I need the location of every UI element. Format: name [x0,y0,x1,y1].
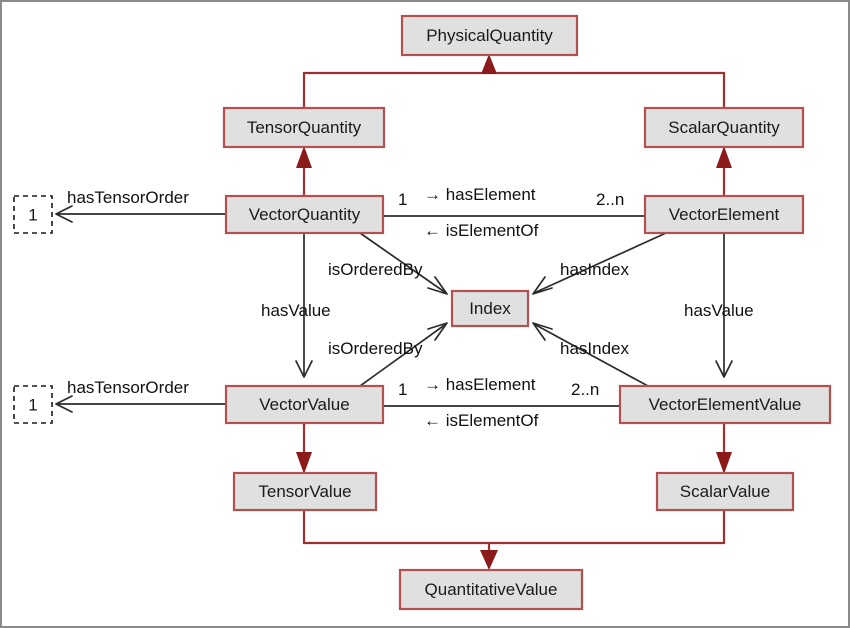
class-box-index[interactable]: Index [450,289,530,328]
multiplicity-box-tensorOrderQuantity: 1 [13,195,53,234]
assoc-label-hasTensorOrder-quantity: hasTensorOrder [67,188,189,207]
class-box-quantitativevalue[interactable]: QuantitativeValue [398,568,584,611]
assoc-isOrderedBy-lower [359,322,448,387]
gen-arrowhead-tensorquantity [296,146,312,168]
class-box-scalarquantity[interactable]: ScalarQuantity [643,106,805,149]
assoc-hasTensorOrder-quantity [55,205,226,223]
assoc-label-hasElement-value: → hasElement [424,375,536,394]
multiplicity-box-tensorOrderValue: 1 [13,385,53,424]
class-box-label: Index [469,299,511,318]
class-box-label: VectorQuantity [249,205,361,224]
class-box-label: QuantitativeValue [425,580,558,599]
assoc-hasIndex-lower [532,322,649,387]
assoc-label-isOrderedBy-lower: isOrderedBy [328,339,423,358]
assoc-hasValue-right [715,233,733,378]
assoc-hasTensorOrder-value [55,395,226,413]
gen-arrowhead-scalarquantity [716,146,732,168]
class-box-label: VectorElement [669,205,780,224]
multiplicity-label-manyn-quantity: 2..n [596,190,624,209]
class-box-label: ScalarQuantity [668,118,780,137]
class-box-tensorquantity[interactable]: TensorQuantity [222,106,386,149]
gen-tensorValue [296,423,312,474]
generalization-layer [296,54,732,570]
multiplicity-box-label: 1 [28,205,37,224]
class-box-label: ScalarValue [680,482,770,501]
gen-scalarValue [716,423,732,474]
association-layer [55,205,733,413]
assoc-label-hasValue-right: hasValue [684,301,754,320]
assoc-label-isOrderedBy-upper: isOrderedBy [328,260,423,279]
class-box-tensorvalue[interactable]: TensorValue [232,471,378,512]
class-box-label: TensorQuantity [247,118,362,137]
class-box-vectorelementvalue[interactable]: VectorElementValue [618,384,832,425]
multiplicity-box-layer: 1 1 [13,195,53,424]
multiplicity-box-label: 1 [28,395,37,414]
gen-value-bottom [302,510,726,570]
class-box-label: PhysicalQuantity [426,26,553,45]
assoc-label-hasIndex-lower: hasIndex [560,339,629,358]
assoc-label-hasTensorOrder-value: hasTensorOrder [67,378,189,397]
gen-arrowhead-scalarvalue [716,452,732,474]
gen-vectorElement [716,146,732,196]
gen-arrowhead-tensorvalue [296,452,312,474]
assoc-label-hasElement-quantity: → hasElement [424,185,536,204]
gen-arrowhead-quantitativevalue [480,550,498,570]
gen-vectorQuantity [296,146,312,196]
class-box-vectorvalue[interactable]: VectorValue [224,384,385,425]
association-label-layer: hasTensorOrder → hasElement ← isElementO… [67,185,754,430]
gen-arrowhead-physicalquantity [481,54,497,74]
multiplicity-label-layer: 1 2..n 1 2..n [398,190,624,399]
class-box-layer: PhysicalQuantity TensorQuantity ScalarQu… [222,14,832,611]
class-box-physicalquantity[interactable]: PhysicalQuantity [400,14,579,57]
class-box-vectorquantity[interactable]: VectorQuantity [224,194,385,235]
assoc-hasIndex-upper [532,232,667,295]
assoc-isOrderedBy-upper [359,232,448,295]
class-box-label: VectorValue [259,395,349,414]
assoc-label-hasValue-left: hasValue [261,301,331,320]
assoc-label-isElementOf-value: ← isElementOf [424,411,539,430]
multiplicity-label-one-quantity: 1 [398,190,407,209]
class-box-scalarvalue[interactable]: ScalarValue [655,471,795,512]
multiplicity-label-one-value: 1 [398,380,407,399]
class-box-label: VectorElementValue [649,395,802,414]
gen-quantity-top [302,54,726,108]
class-box-label: TensorValue [258,482,351,501]
assoc-label-hasIndex-upper: hasIndex [560,260,629,279]
multiplicity-label-manyn-value: 2..n [571,380,599,399]
assoc-label-isElementOf-quantity: ← isElementOf [424,221,539,240]
class-box-vectorelement[interactable]: VectorElement [643,194,805,235]
assoc-hasValue-left [295,233,313,378]
